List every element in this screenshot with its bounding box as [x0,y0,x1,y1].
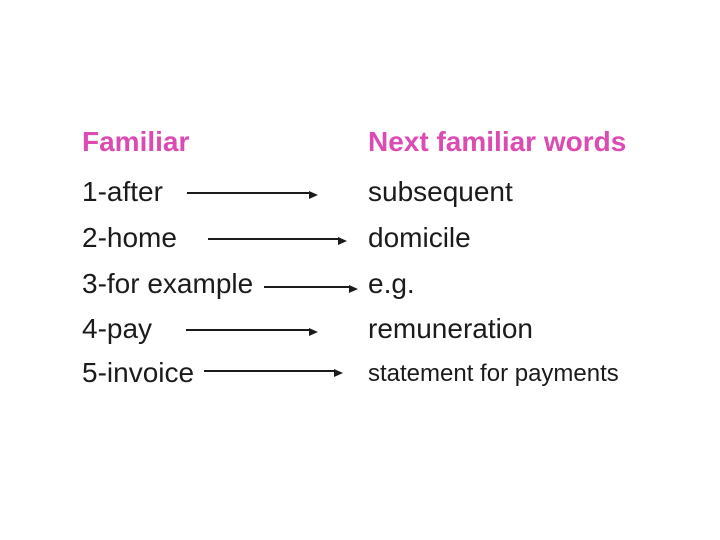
left-column-header: Familiar [82,126,190,157]
next-word-5: statement for payments [368,360,619,387]
familiar-word-1: 1-after [82,176,163,207]
next-word-2: domicile [368,222,471,253]
next-word-4: remuneration [368,313,533,344]
familiar-word-3: 3-for example [82,268,254,299]
right-column-header: Next familiar words [368,126,627,157]
arrow-right-icon [264,285,358,293]
familiar-word-4: 4-pay [82,313,153,344]
arrow-right-icon [187,191,318,199]
familiar-word-2: 2-home [82,222,177,253]
arrow-right-icon [208,237,347,245]
next-word-3: e.g. [368,268,415,299]
familiar-word-5: 5-invoice [82,357,195,388]
arrow-right-icon [204,369,343,377]
arrow-right-icon [186,328,318,336]
next-word-1: subsequent [368,176,513,207]
